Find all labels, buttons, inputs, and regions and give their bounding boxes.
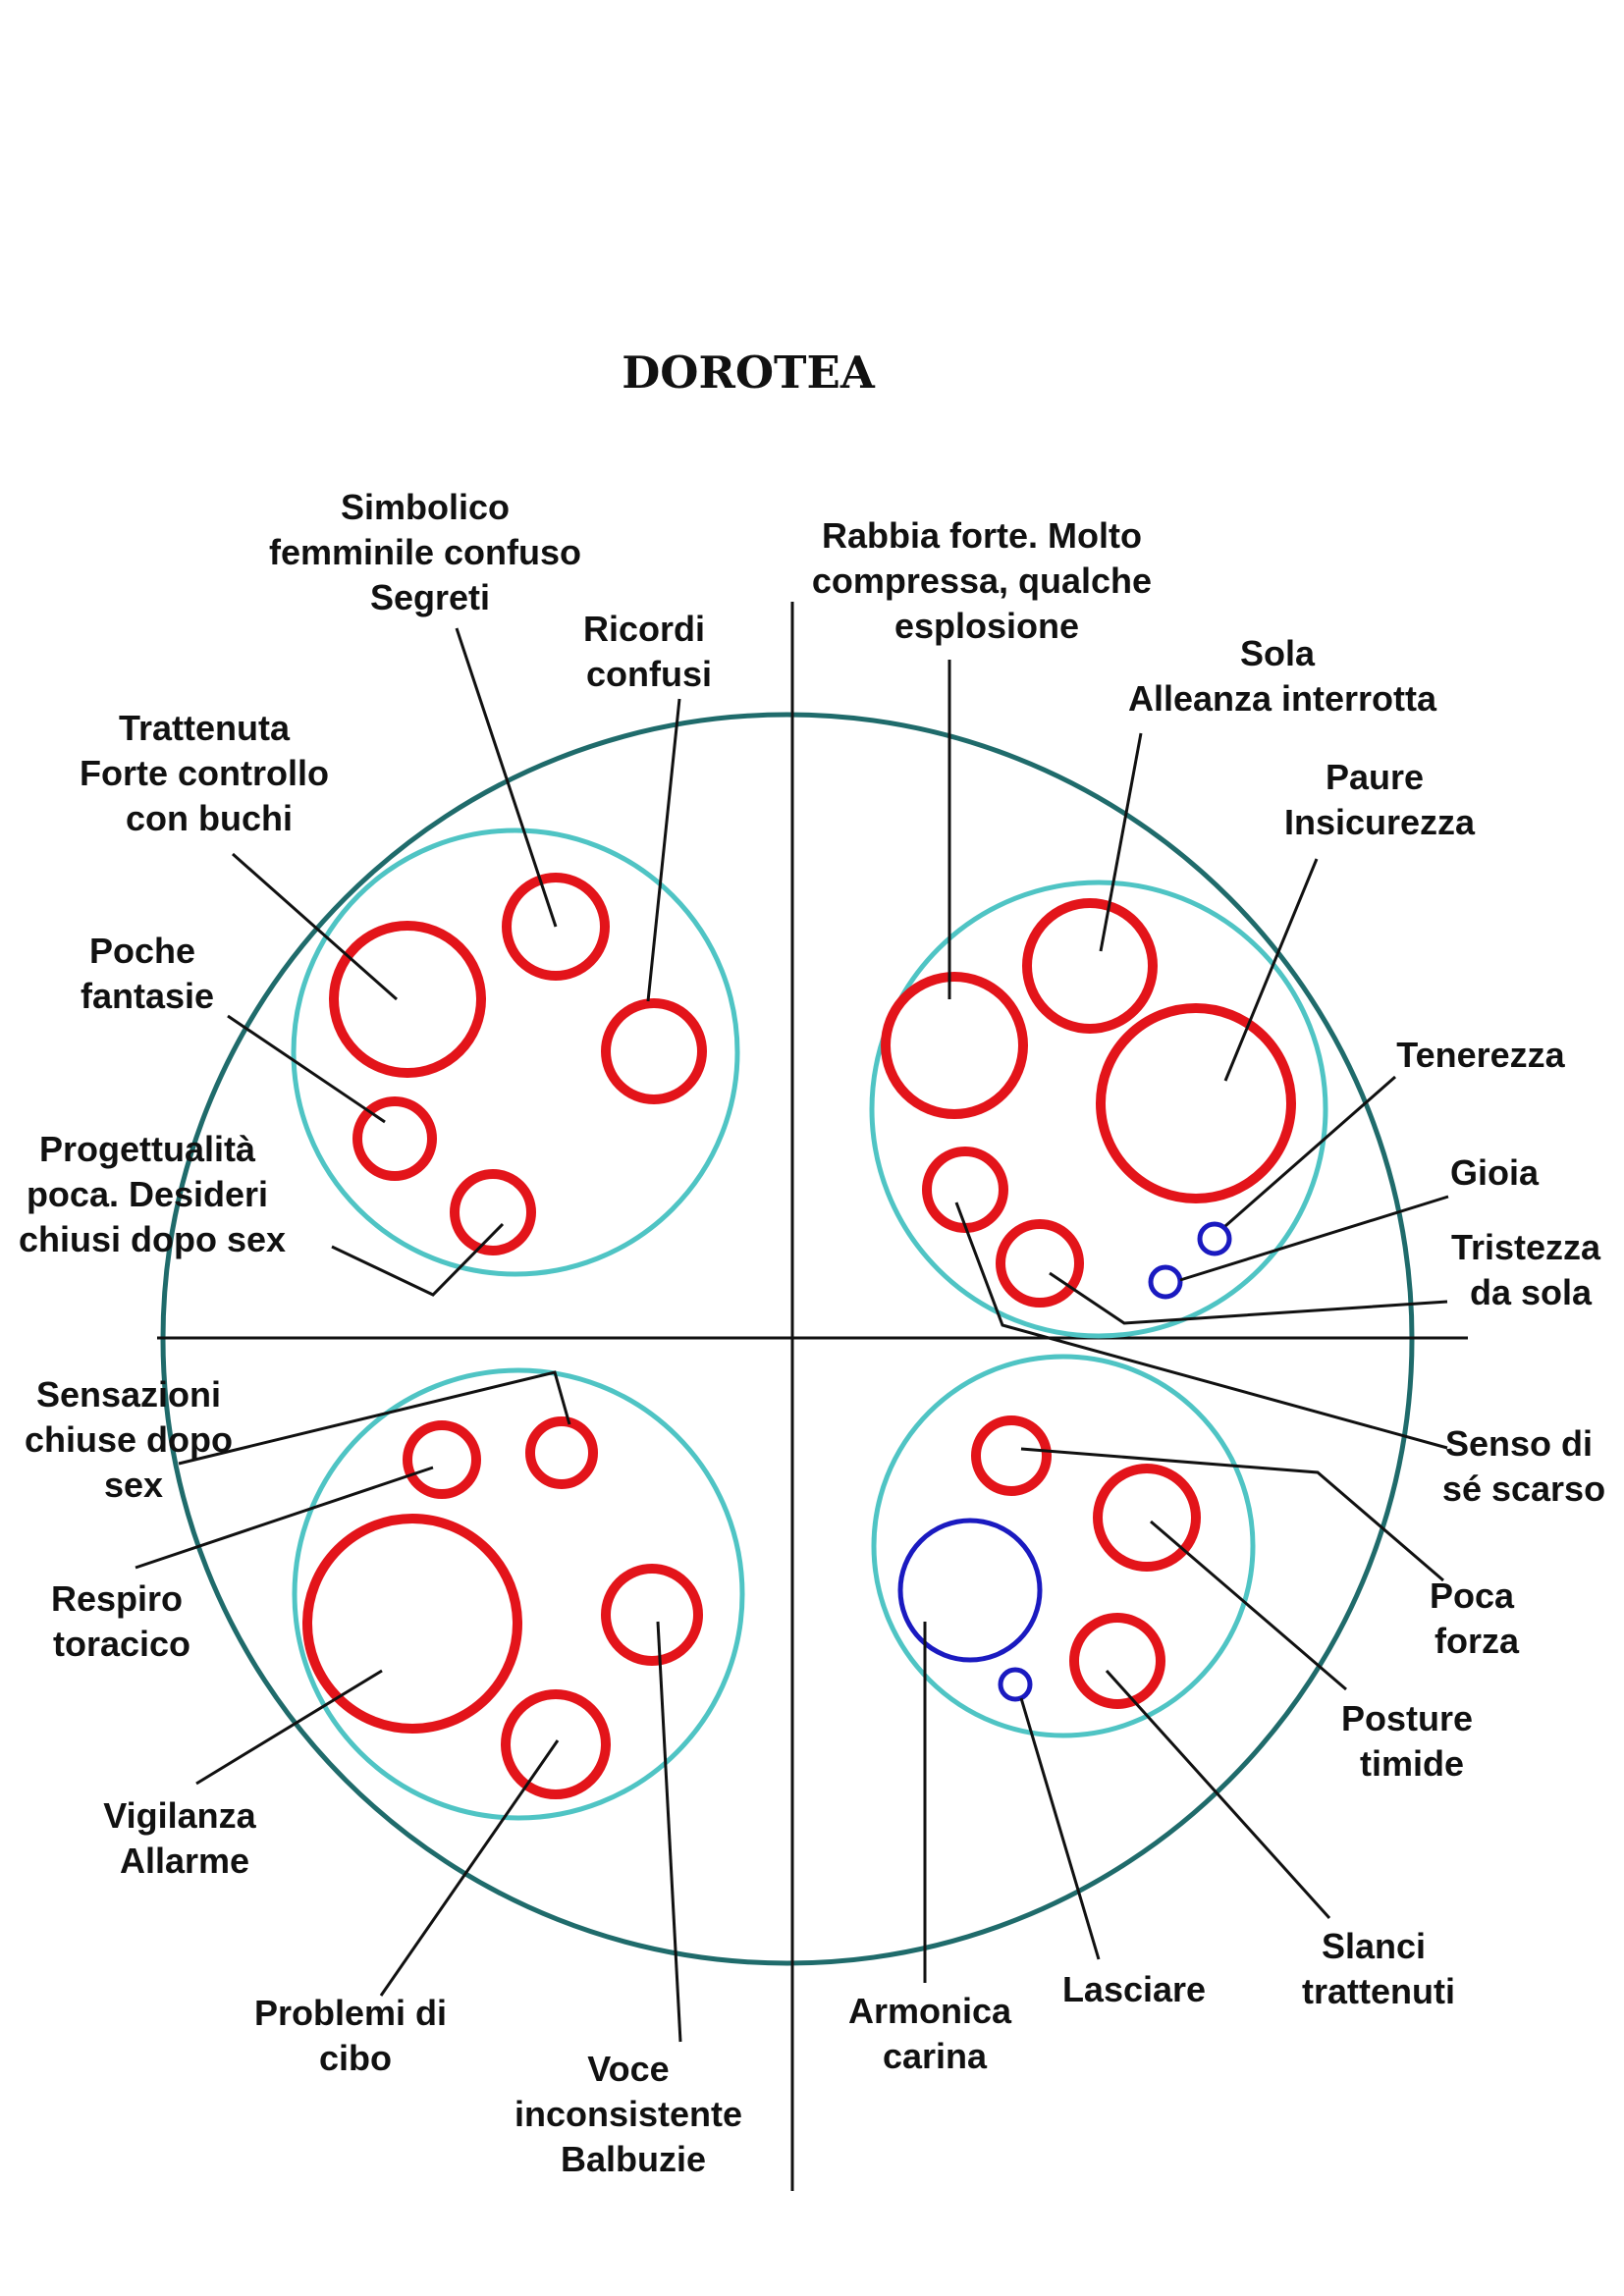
element-circle-sensazioni (525, 1416, 598, 1489)
label-poca-forza: Poca forza (1430, 1575, 1524, 1661)
element-circle-vigilanza (302, 1514, 522, 1734)
leader-line-simbolico (455, 627, 558, 928)
label-gioia: Gioia (1450, 1152, 1540, 1193)
label-poche-fantasie: Poche fantasie (81, 931, 214, 1016)
label-rabbia: Rabbia forte. Molto compressa, qualche e… (812, 515, 1162, 646)
element-circle-rabbia (881, 972, 1028, 1119)
element-circle-progettualita (450, 1169, 536, 1255)
leader-line-vigilanza (195, 1669, 383, 1786)
quadrant-circle-bottom-left (292, 1367, 745, 1821)
element-circle-lasciare (998, 1667, 1033, 1702)
element-circle-simbolico (502, 873, 610, 981)
label-posture: Posture timide (1341, 1698, 1483, 1784)
element-circle-voce (601, 1564, 703, 1666)
leader-line-posture (1150, 1520, 1347, 1691)
quadrant-circle-top-right (869, 880, 1328, 1339)
label-paure: Paure Insicurezza (1284, 757, 1476, 842)
label-armonica: Armonica carina (848, 1991, 1021, 2076)
diagram-title: DOROTEA (622, 347, 876, 399)
label-vigilanza: Vigilanza Allarme (103, 1795, 265, 1881)
label-senso: Senso di sé scarso (1442, 1423, 1605, 1509)
leader-line-paure (1223, 858, 1319, 1082)
element-circle-trattenuta (329, 921, 486, 1078)
quadrant-circle-top-left (291, 828, 740, 1277)
leader-line-problemi (379, 1739, 560, 1997)
leader-line-respiro (135, 1466, 434, 1570)
leader-line-senso (954, 1201, 1448, 1450)
label-progettualita: Progettualità poca. Desideri chiusi dopo… (19, 1129, 286, 1259)
element-circle-ricordi (601, 998, 707, 1104)
leader-line-slanci (1105, 1669, 1331, 1920)
element-circle-respiro (403, 1420, 481, 1499)
element-circle-slanci (1069, 1613, 1165, 1709)
element-circle-tristezza (996, 1219, 1084, 1308)
element-circle-posture (1093, 1464, 1201, 1572)
leader-line-voce (656, 1621, 682, 2043)
label-problemi: Problemi di cibo (254, 1993, 457, 2078)
element-circle-paure (1096, 1003, 1296, 1203)
element-circle-problemi (501, 1689, 611, 1799)
label-slanci: Slanci trattenuti (1302, 1926, 1455, 2011)
leader-line-tenerezza (1224, 1075, 1396, 1228)
label-tenerezza: Tenerezza (1396, 1035, 1565, 1075)
label-lasciare: Lasciare (1062, 1969, 1206, 2009)
leader-line-tristezza (1049, 1271, 1448, 1325)
leader-line-gioia (1179, 1195, 1449, 1282)
element-circle-armonica (897, 1518, 1043, 1663)
label-respiro: Respiro toracico (51, 1578, 192, 1664)
quadrant-circle-bottom-right (871, 1354, 1256, 1738)
leader-line-sensazioni (178, 1370, 571, 1466)
label-trattenuta: Trattenuta Forte controllo con buchi (80, 708, 339, 838)
label-sola: Sola Alleanza interrotta (1128, 633, 1437, 719)
leader-line-ricordi (646, 698, 681, 1002)
element-circle-tenerezza (1197, 1221, 1232, 1256)
element-circle-senso (922, 1147, 1008, 1233)
label-tristezza: Tristezza da sola (1451, 1227, 1610, 1312)
label-ricordi: Ricordi confusi (583, 609, 715, 694)
label-simbolico: Simbolico femminile confuso Segreti (269, 487, 591, 617)
leader-line-trattenuta (232, 852, 398, 1001)
element-circle-poca-forza (971, 1415, 1052, 1496)
leader-line-sola (1099, 732, 1143, 952)
leader-line-poche-fantasie (227, 1014, 386, 1124)
element-circle-poche-fantasie (352, 1096, 437, 1181)
label-sensazioni: Sensazioni chiuse dopo sex (25, 1374, 243, 1505)
leader-line-lasciare (1019, 1697, 1101, 1960)
leader-line-progettualita (331, 1222, 505, 1297)
element-circle-sola (1022, 898, 1158, 1034)
element-circle-gioia (1148, 1264, 1183, 1300)
label-voce: Voce inconsistente Balbuzie (514, 2049, 752, 2179)
leader-line-poca-forza (1020, 1447, 1444, 1582)
